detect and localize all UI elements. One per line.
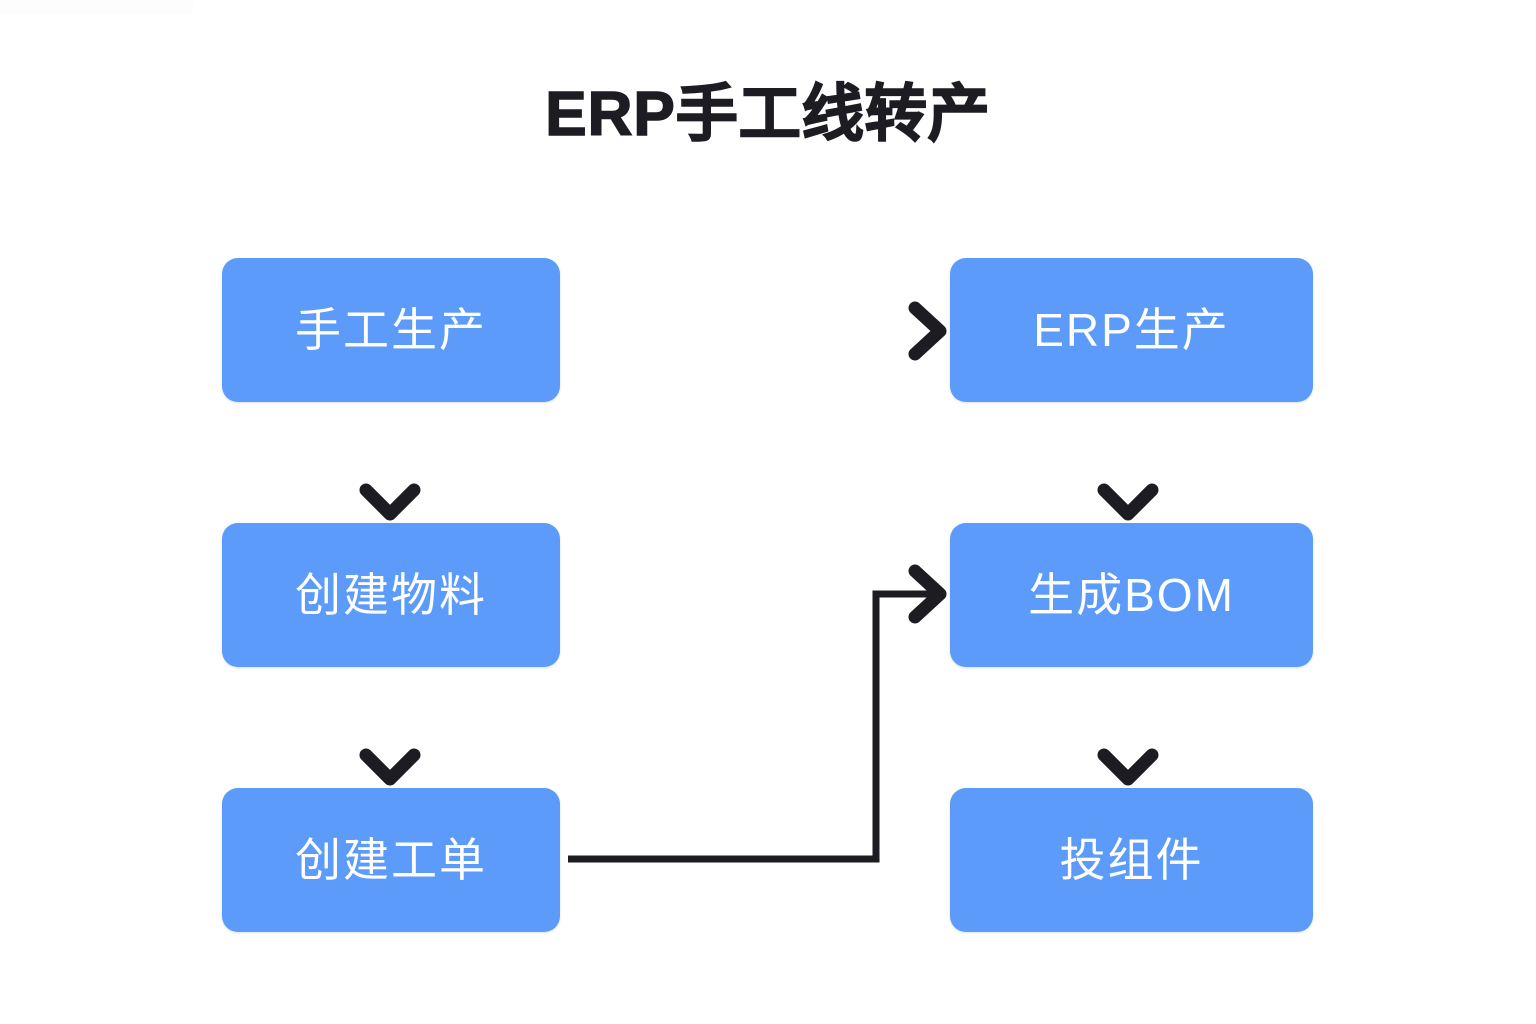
node-label: ERP生产 [1033,304,1230,356]
page-title: ERP手工线转产 [544,79,991,150]
edge-bom-to-components [1097,748,1159,786]
node-generate-bom[interactable]: 生成BOM [950,523,1313,667]
edge-erp-to-bom [1097,483,1159,521]
node-label: 创建物料 [295,569,487,621]
top-edge-artifact [0,0,193,14]
node-label: 手工生产 [295,304,487,356]
node-label: 投组件 [1059,834,1204,886]
node-create-workorder[interactable]: 创建工单 [222,788,560,932]
node-create-material[interactable]: 创建物料 [222,523,560,667]
edge-manual-to-erp [908,301,947,361]
edge-material-to-workorder [359,748,421,786]
node-label: 创建工单 [295,834,487,886]
edge-manual-to-material [359,483,421,521]
node-manual-production[interactable]: 手工生产 [222,258,560,402]
node-issue-components[interactable]: 投组件 [950,788,1313,932]
node-erp-production[interactable]: ERP生产 [950,258,1313,402]
node-label: 生成BOM [1028,569,1235,621]
edge-workorder-to-bom [568,564,947,863]
